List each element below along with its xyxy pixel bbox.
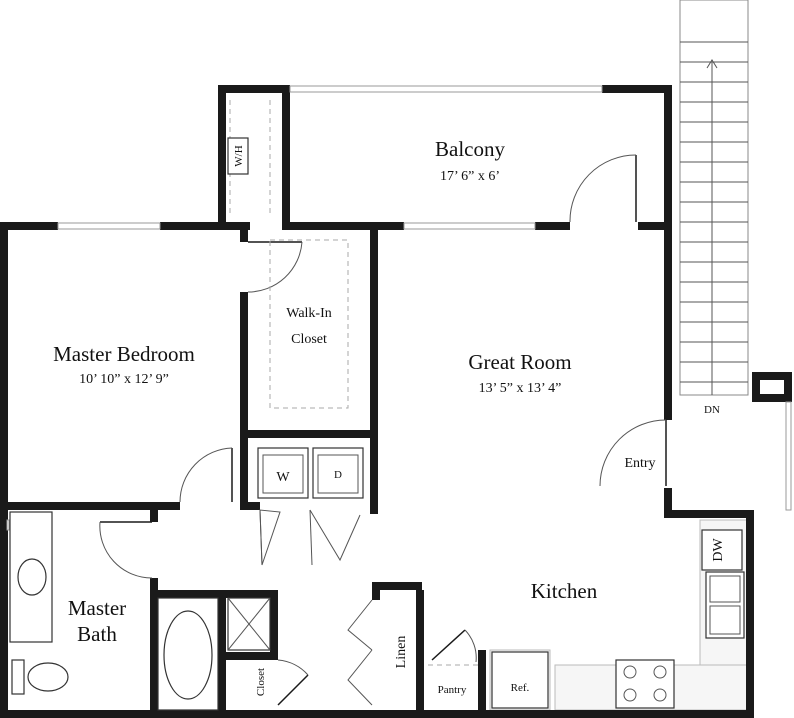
water-heater-label: W/H <box>233 145 245 166</box>
master-bedroom-dimensions: 10’ 10” x 12’ 9” <box>79 372 169 387</box>
master-bedroom-label: Master Bedroom <box>53 342 195 366</box>
master-bath-label-line2: Bath <box>77 622 117 646</box>
dishwasher-label: DW <box>711 538 726 562</box>
great-room-dimensions: 13’ 5” x 13’ 4” <box>479 381 562 396</box>
master-bath-label-line1: Master <box>68 596 126 620</box>
closet-shelves <box>229 100 478 666</box>
walk-in-closet-label-line1: Walk-In <box>286 306 332 321</box>
stairs-down-label: DN <box>704 404 720 416</box>
fixtures <box>9 137 745 711</box>
entry-label: Entry <box>624 456 655 471</box>
balcony-dimensions: 17’ 6” x 6’ <box>440 169 500 184</box>
great-room-label: Great Room <box>468 350 571 374</box>
dryer-label: D <box>334 469 342 481</box>
windows <box>6 85 792 531</box>
labels: Balcony 17’ 6” x 6’ Great Room 13’ 5” x … <box>53 137 726 696</box>
balcony-label: Balcony <box>435 137 505 161</box>
pantry-label: Pantry <box>438 684 467 696</box>
washer-label: W <box>276 470 290 485</box>
refrigerator-label: Ref. <box>511 682 530 694</box>
walls <box>0 85 792 718</box>
doors <box>99 154 667 706</box>
linen-label: Linen <box>394 636 409 669</box>
kitchen-label: Kitchen <box>531 579 598 603</box>
walk-in-closet-label-line2: Closet <box>291 332 327 347</box>
closet-label: Closet <box>255 668 267 696</box>
staircase <box>679 0 749 396</box>
